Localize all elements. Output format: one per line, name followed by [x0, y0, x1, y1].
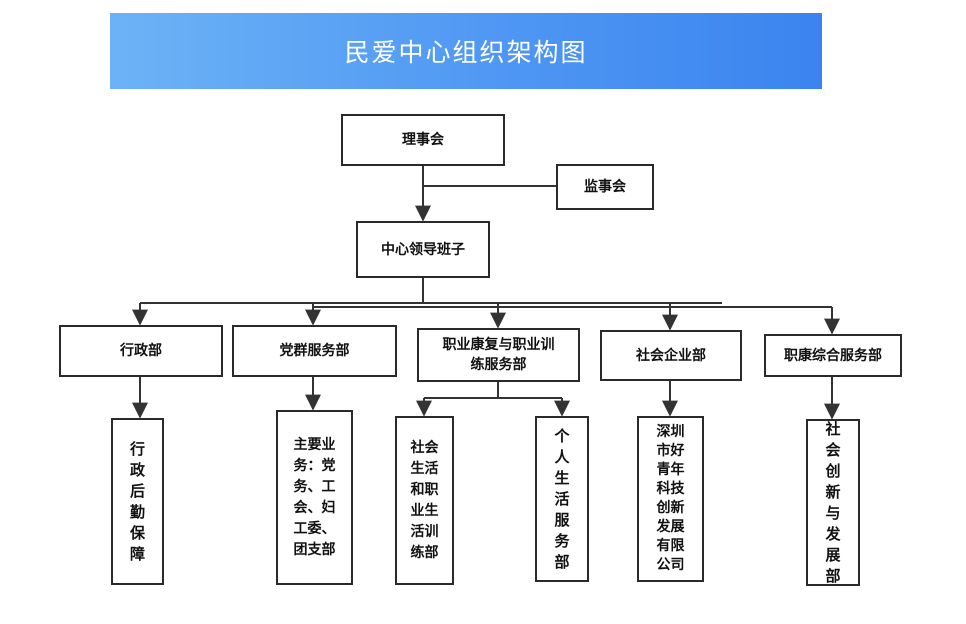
- unit-label: 主要业 务：党 务、工 会、妇 工委、 团支部: [293, 436, 336, 558]
- chart-title: 民爱中心组织架构图: [344, 38, 588, 67]
- unit-zhiye-left-box: 社会 生活 和职 业生 活训 练部: [395, 416, 454, 585]
- board-box: 理事会: [341, 114, 505, 166]
- department-zhiye-box: 职业康复与职业训 练服务部: [417, 328, 580, 382]
- department-shehui-qiye-box: 社会企业部: [600, 330, 742, 381]
- department-label: 职业康复与职业训 练服务部: [442, 337, 555, 373]
- board-label: 理事会: [402, 132, 444, 148]
- department-zhikang-box: 职康综合服务部: [764, 334, 902, 377]
- unit-label: 深圳 市好 青年 科技 创新 发展 有限 公司: [656, 424, 685, 573]
- department-label: 职康综合服务部: [784, 347, 882, 364]
- leadership-box: 中心领导班子: [356, 221, 490, 278]
- department-label: 社会企业部: [636, 347, 706, 364]
- unit-xingzheng-box: 行政后勤保障: [111, 418, 164, 585]
- unit-dangqun-box: 主要业 务：党 务、工 会、妇 工委、 团支部: [276, 410, 353, 585]
- unit-label: 行政后勤保障: [129, 439, 145, 563]
- unit-shehui-qiye-box: 深圳 市好 青年 科技 创新 发展 有限 公司: [637, 416, 704, 582]
- department-label: 行政部: [120, 343, 162, 359]
- leadership-label: 中心领导班子: [381, 241, 465, 258]
- title-banner: 民爱中心组织架构图: [110, 13, 822, 89]
- supervisors-label: 监事会: [584, 179, 626, 195]
- unit-zhikang-box: 社会创新与发展部: [806, 419, 860, 586]
- department-label: 党群服务部: [279, 343, 350, 359]
- department-dangqun-box: 党群服务部: [232, 325, 397, 377]
- unit-label: 社会 生活 和职 业生 活训 练部: [410, 439, 439, 561]
- supervisors-box: 监事会: [556, 164, 654, 210]
- department-xingzheng-box: 行政部: [59, 325, 223, 377]
- unit-zhiye-right-box: 个人生活服务部: [535, 416, 589, 582]
- unit-label: 社会创新与发展部: [825, 419, 841, 585]
- unit-label: 个人生活服务部: [554, 426, 570, 571]
